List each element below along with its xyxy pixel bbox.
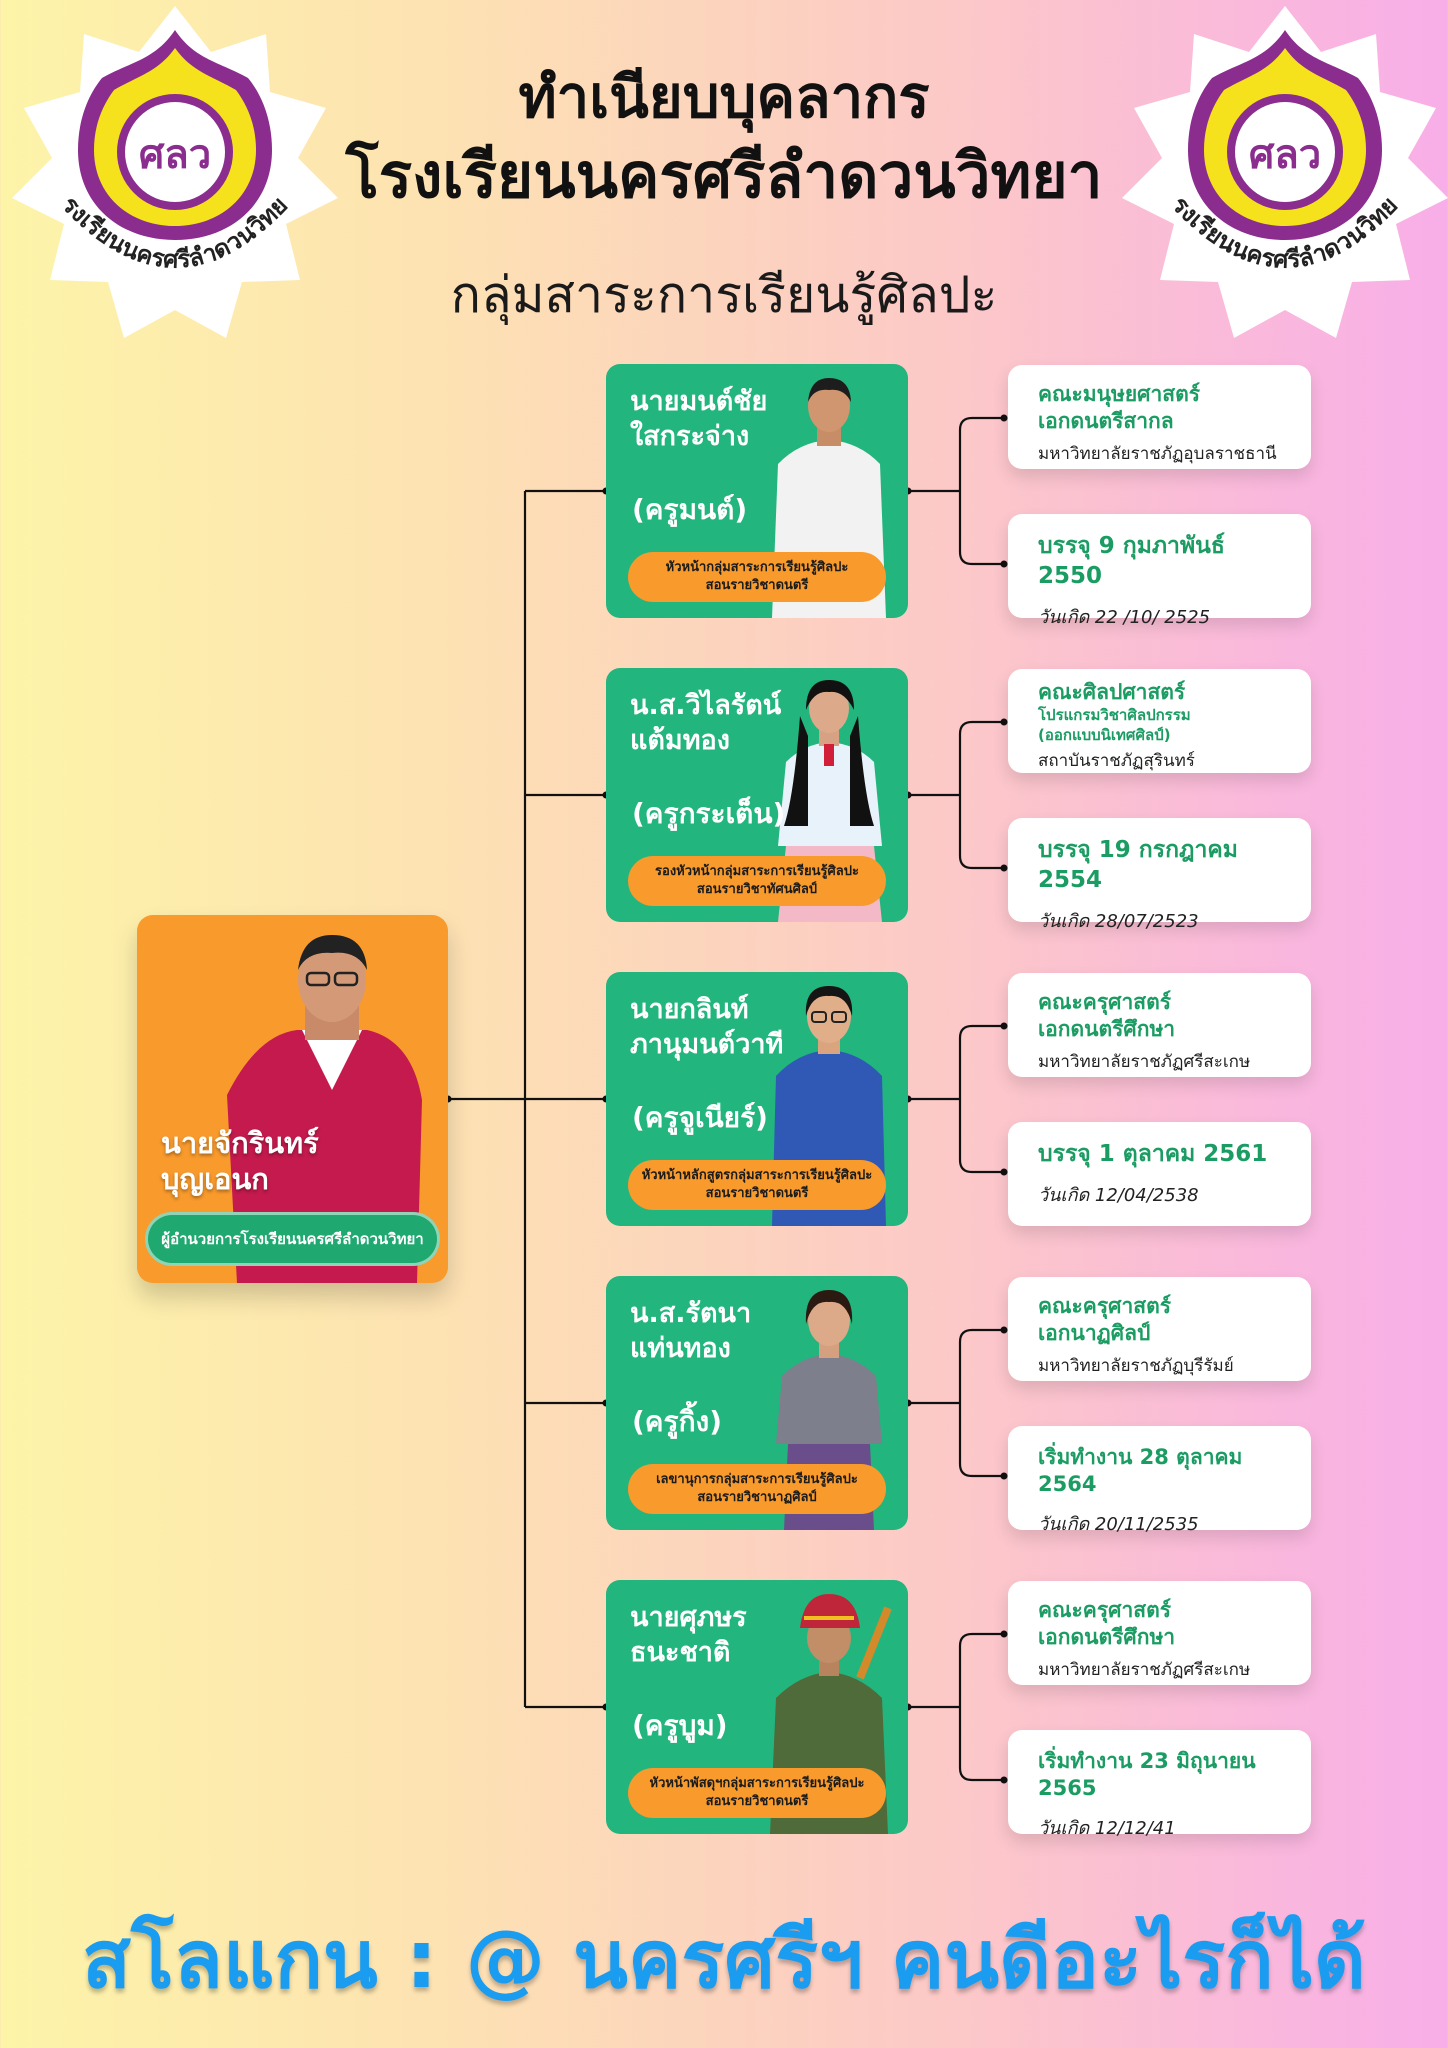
staff-nickname: (ครูมนต์) bbox=[632, 493, 748, 526]
staff-name: นายกลินท์ ภานุมนต์วาที bbox=[630, 994, 784, 1061]
staff-name: น.ส.วิไลรัตน์ แต้มทอง bbox=[630, 690, 782, 757]
education-box: คณะครุศาสตร์ เอกดนตรีศึกษา มหาวิทยาลัยรา… bbox=[1008, 1581, 1311, 1685]
emblem-icon: โรงเรียนนครศรีลำดวนวิทยา bbox=[1103, 0, 1448, 338]
university-text: สถาบันราชภัฏสุรินทร์ bbox=[1038, 751, 1195, 772]
faculty-text: คณะศิลปศาสตร์ bbox=[1038, 680, 1186, 704]
staff-name: นายศุภษร ธนะชาติ bbox=[630, 1602, 747, 1669]
university-text: มหาวิทยาลัยราชภัฏอุบลราชธานี bbox=[1038, 443, 1277, 464]
staff-role-badge: หัวหน้ากลุ่มสาระการเรียนรู้ศิลปะ สอนรายว… bbox=[628, 552, 886, 602]
university-text: มหาวิทยาลัยราชภัฏศรีสะเกษ bbox=[1038, 1051, 1251, 1072]
staff-card: นายศุภษร ธนะชาติ (ครูบูม) หัวหน้าพัสดุฯก… bbox=[606, 1580, 908, 1834]
staff-card: น.ส.รัตนา แท่นทอง (ครูกิ้ง) เลขานุการกลุ… bbox=[606, 1276, 908, 1530]
school-emblem-left: โรงเรียนนครศรีลำดวนวิทยา bbox=[0, 0, 350, 350]
staff-card: นายกลินท์ ภานุมนต์วาที (ครูจูเนียร์) หัว… bbox=[606, 972, 908, 1226]
birthday-text: วันเกิด 12/04/2538 bbox=[1038, 1184, 1199, 1206]
staff-name: น.ส.รัตนา แท่นทอง bbox=[630, 1298, 752, 1365]
major-text: เอกดนตรีสากล bbox=[1038, 409, 1174, 434]
major-text: โปรแกรมวิชาศิลปกรรม (ออกแบบนิเทศศิลป์) bbox=[1038, 706, 1191, 744]
employment-box: เริ่มทำงาน 28 ตุลาคม 2564 วันเกิด 20/11/… bbox=[1008, 1426, 1311, 1535]
director-name: นายจักรินทร์ บุญเอนก bbox=[161, 1126, 319, 1197]
university-text: มหาวิทยาลัยราชภัฏศรีสะเกษ bbox=[1038, 1659, 1251, 1680]
emblem-icon: โรงเรียนนครศรีลำดวนวิทยา bbox=[0, 0, 338, 338]
education-box: คณะมนุษยศาสตร์ เอกดนตรีสากล มหาวิทยาลัยร… bbox=[1008, 365, 1311, 469]
staff-card: นายมนต์ชัย ใสกระจ่าง (ครูมนต์) หัวหน้ากล… bbox=[606, 364, 908, 618]
start-date-text: บรรจุ 1 ตุลาคม 2561 bbox=[1038, 1141, 1268, 1167]
birthday-text: วันเกิด 12/12/41 bbox=[1038, 1817, 1176, 1839]
birthday-text: วันเกิด 20/11/2535 bbox=[1038, 1513, 1199, 1535]
employment-box: บรรจุ 1 ตุลาคม 2561 วันเกิด 12/04/2538 bbox=[1008, 1122, 1311, 1226]
faculty-text: คณะครุศาสตร์ bbox=[1038, 1294, 1171, 1318]
page-title: ทำเนียบบุคลากร bbox=[518, 63, 930, 131]
faculty-text: คณะมนุษยศาสตร์ bbox=[1038, 382, 1201, 406]
staff-card: น.ส.วิไลรัตน์ แต้มทอง (ครูกระเต็น) รองหั… bbox=[606, 668, 908, 922]
start-date-text: บรรจุ 9 กุมภาพันธ์ 2550 bbox=[1038, 533, 1225, 589]
employment-box: บรรจุ 9 กุมภาพันธ์ 2550 วันเกิด 22 /10/ … bbox=[1008, 514, 1311, 628]
staff-name: นายมนต์ชัย ใสกระจ่าง bbox=[630, 386, 768, 453]
department-subtitle: กลุ่มสาระการเรียนรู้ศิลปะ bbox=[450, 266, 998, 324]
birthday-text: วันเกิด 28/07/2523 bbox=[1038, 910, 1199, 932]
staff-nickname: (ครูกระเต็น) bbox=[632, 797, 786, 830]
staff-nickname: (ครูจูเนียร์) bbox=[632, 1101, 768, 1134]
school-emblem-right: โรงเรียนนครศรีลำดวนวิทยา bbox=[1103, 0, 1448, 350]
start-date-text: เริ่มทำงาน 23 มิถุนายน 2565 bbox=[1038, 1749, 1256, 1801]
director-role-badge: ผู้อำนวยการโรงเรียนนครศรีลำดวนวิทยา bbox=[145, 1212, 440, 1266]
start-date-text: เริ่มทำงาน 28 ตุลาคม 2564 bbox=[1038, 1445, 1243, 1497]
staff-role-badge: หัวหน้าพัสดุฯกลุ่มสาระการเรียนรู้ศิลปะ ส… bbox=[628, 1768, 886, 1818]
faculty-text: คณะครุศาสตร์ bbox=[1038, 1598, 1171, 1622]
staff-role-badge: รองหัวหน้ากลุ่มสาระการเรียนรู้ศิลปะ สอนร… bbox=[628, 856, 886, 906]
school-name-title: โรงเรียนนครศรีลำดวนวิทยา bbox=[345, 139, 1103, 212]
university-text: มหาวิทยาลัยราชภัฏบุรีรัมย์ bbox=[1038, 1355, 1234, 1376]
education-box: คณะศิลปศาสตร์ โปรแกรมวิชาศิลปกรรม (ออกแบ… bbox=[1008, 669, 1311, 773]
slogan-text: สโลแกน : @ นครศรีฯ คนดีอะไรก็ได้ bbox=[82, 1913, 1366, 2006]
employment-box: เริ่มทำงาน 23 มิถุนายน 2565 วันเกิด 12/1… bbox=[1008, 1730, 1311, 1839]
faculty-text: คณะครุศาสตร์ bbox=[1038, 990, 1171, 1014]
staff-nickname: (ครูกิ้ง) bbox=[632, 1405, 722, 1438]
employment-box: บรรจุ 19 กรกฎาคม 2554 วันเกิด 28/07/2523 bbox=[1008, 818, 1311, 932]
education-box: คณะครุศาสตร์ เอกนาฏศิลป์ มหาวิทยาลัยราชภ… bbox=[1008, 1277, 1311, 1381]
major-text: เอกนาฏศิลป์ bbox=[1038, 1321, 1151, 1346]
birthday-text: วันเกิด 22 /10/ 2525 bbox=[1038, 606, 1211, 628]
director-card: นายจักรินทร์ บุญเอนก ผู้อำนวยการโรงเรียน… bbox=[137, 915, 448, 1283]
staff-role-badge: หัวหน้าหลักสูตรกลุ่มสาระการเรียนรู้ศิลปะ… bbox=[628, 1160, 886, 1210]
staff-nickname: (ครูบูม) bbox=[632, 1709, 728, 1742]
major-text: เอกดนตรีศึกษา bbox=[1038, 1017, 1176, 1042]
major-text: เอกดนตรีศึกษา bbox=[1038, 1625, 1176, 1650]
staff-role-badge: เลขานุการกลุ่มสาระการเรียนรู้ศิลปะ สอนรา… bbox=[628, 1464, 886, 1514]
start-date-text: บรรจุ 19 กรกฎาคม 2554 bbox=[1038, 837, 1238, 893]
education-box: คณะครุศาสตร์ เอกดนตรีศึกษา มหาวิทยาลัยรา… bbox=[1008, 973, 1311, 1077]
